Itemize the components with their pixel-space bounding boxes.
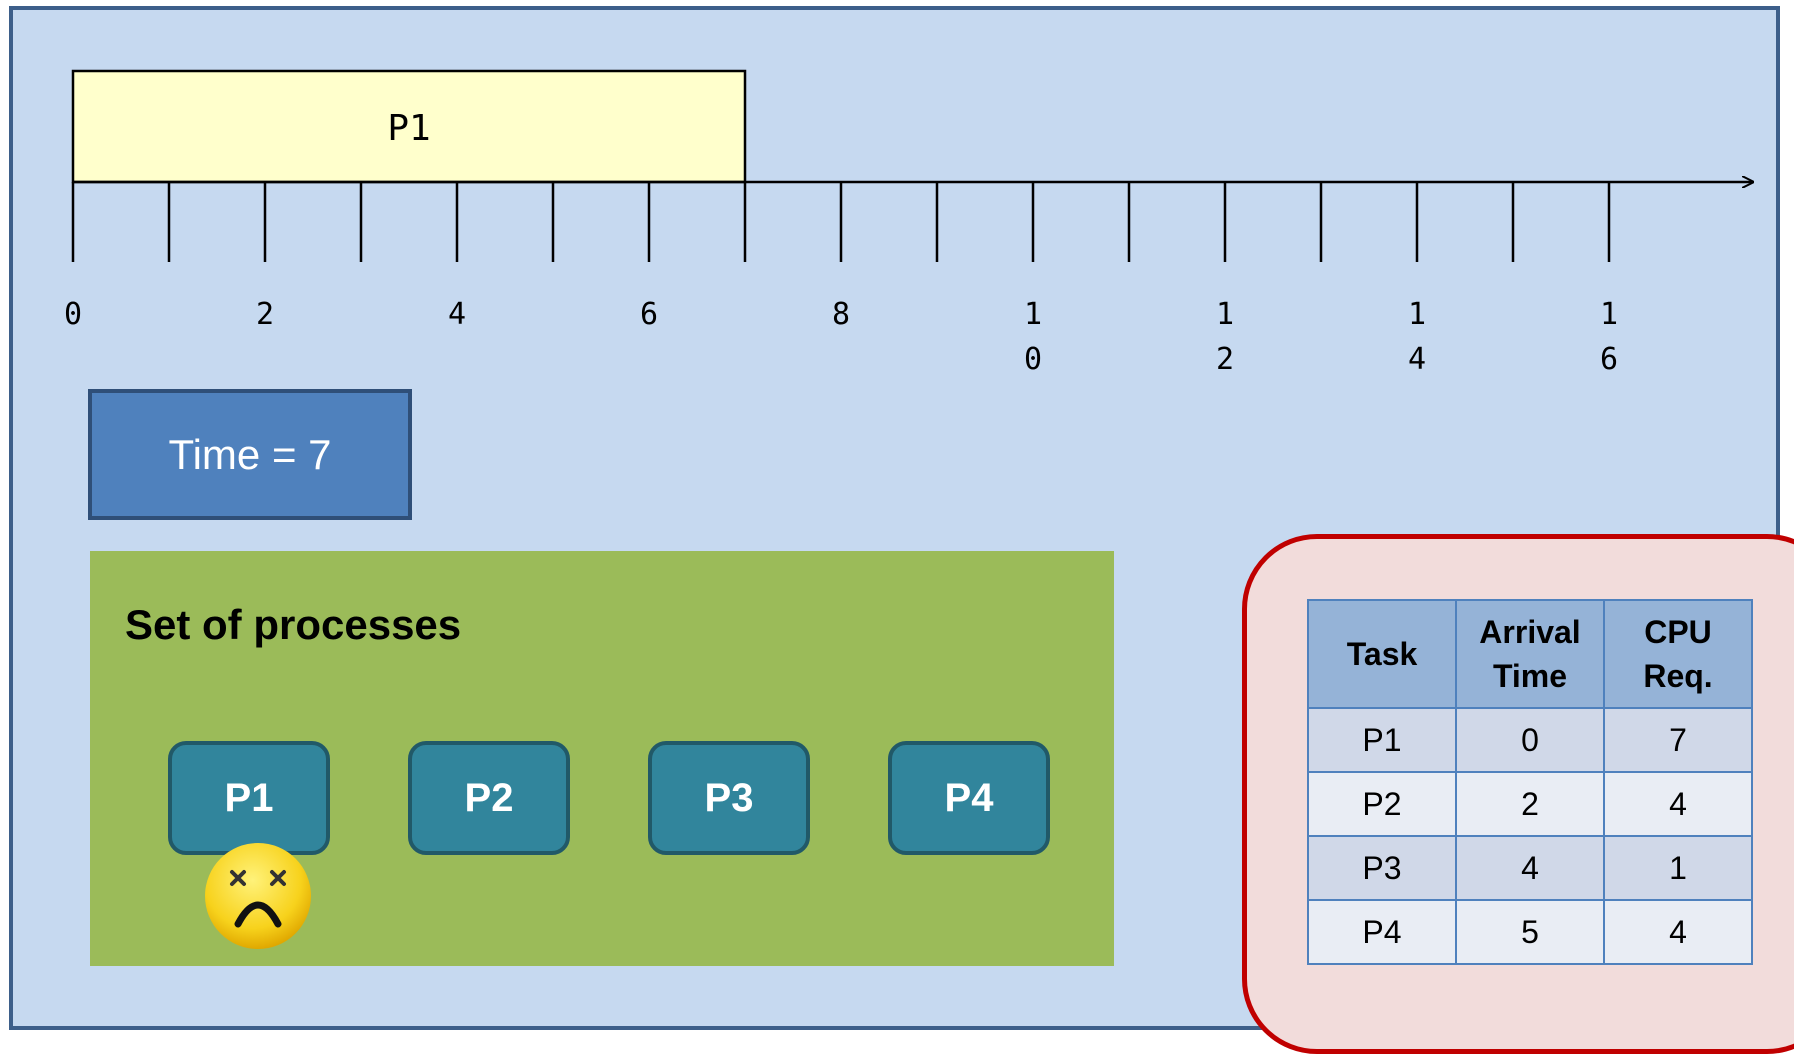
- process-p2-label: P2: [464, 775, 514, 820]
- process-set-panel: Set of processes P1 P2 P3 P4: [90, 551, 1114, 966]
- process-p3: P3: [648, 741, 810, 855]
- process-set-title: Set of processes: [125, 601, 462, 648]
- process-p4-label: P4: [944, 775, 994, 820]
- timeline-tick-label: 6: [640, 297, 658, 332]
- process-p4: P4: [888, 741, 1050, 855]
- header-arrival-time: Arrival Time: [1455, 599, 1605, 709]
- timeline-tick-label: 1: [1408, 297, 1426, 332]
- process-p1-label: P1: [224, 775, 274, 820]
- current-time-label: Time = 7: [168, 430, 332, 478]
- task-table-panel: Task Arrival Time CPU Req. P1 0 7 P2 2 4…: [1242, 534, 1794, 1054]
- table-cell: 4: [1603, 771, 1753, 837]
- header-cpu-req: CPU Req.: [1603, 599, 1753, 709]
- timeline-tick-label: 6: [1600, 342, 1618, 377]
- table-cell: 5: [1455, 899, 1605, 965]
- table-cell: 4: [1603, 899, 1753, 965]
- timeline-tick-label: 2: [1216, 342, 1234, 377]
- table-cell: P1: [1307, 707, 1457, 773]
- header-task: Task: [1307, 599, 1457, 709]
- timeline-tick-label: 0: [1024, 342, 1042, 377]
- table-cell: 0: [1455, 707, 1605, 773]
- table-cell: 2: [1455, 771, 1605, 837]
- timeline-tick-label: 0: [64, 297, 82, 332]
- table-cell: P3: [1307, 835, 1457, 901]
- current-time-box: Time = 7: [88, 389, 412, 520]
- table-cell: 1: [1603, 835, 1753, 901]
- dizzy-sad-face-icon: [205, 843, 311, 949]
- process-p2: P2: [408, 741, 570, 855]
- timeline-tick-label: 8: [832, 297, 850, 332]
- table-cell: 7: [1603, 707, 1753, 773]
- timeline-tick-label: 1: [1024, 297, 1042, 332]
- gantt-blocks: P1: [71, 69, 747, 184]
- process-p1: P1: [168, 741, 330, 855]
- timeline-tick-label: 1: [1216, 297, 1234, 332]
- table-row: P3 4 1: [1307, 835, 1753, 901]
- table-header-row: Task Arrival Time CPU Req.: [1307, 599, 1753, 709]
- gantt-block-p1: [71, 69, 747, 184]
- table-cell: 4: [1455, 835, 1605, 901]
- table-row: P2 2 4: [1307, 771, 1753, 837]
- timeline-tick-label: 2: [256, 297, 274, 332]
- timeline-tick-label: 1: [1600, 297, 1618, 332]
- table-cell: P4: [1307, 899, 1457, 965]
- process-p3-label: P3: [704, 775, 754, 820]
- timeline-ticks: [71, 182, 1611, 262]
- table-row: P4 5 4: [1307, 899, 1753, 965]
- timeline-tick-label: 4: [448, 297, 466, 332]
- timeline-tick-label: 4: [1408, 342, 1426, 377]
- gantt-block-label: P1: [387, 108, 430, 149]
- task-table: Task Arrival Time CPU Req. P1 0 7 P2 2 4…: [1307, 599, 1753, 965]
- table-row: P1 0 7: [1307, 707, 1753, 773]
- table-cell: P2: [1307, 771, 1457, 837]
